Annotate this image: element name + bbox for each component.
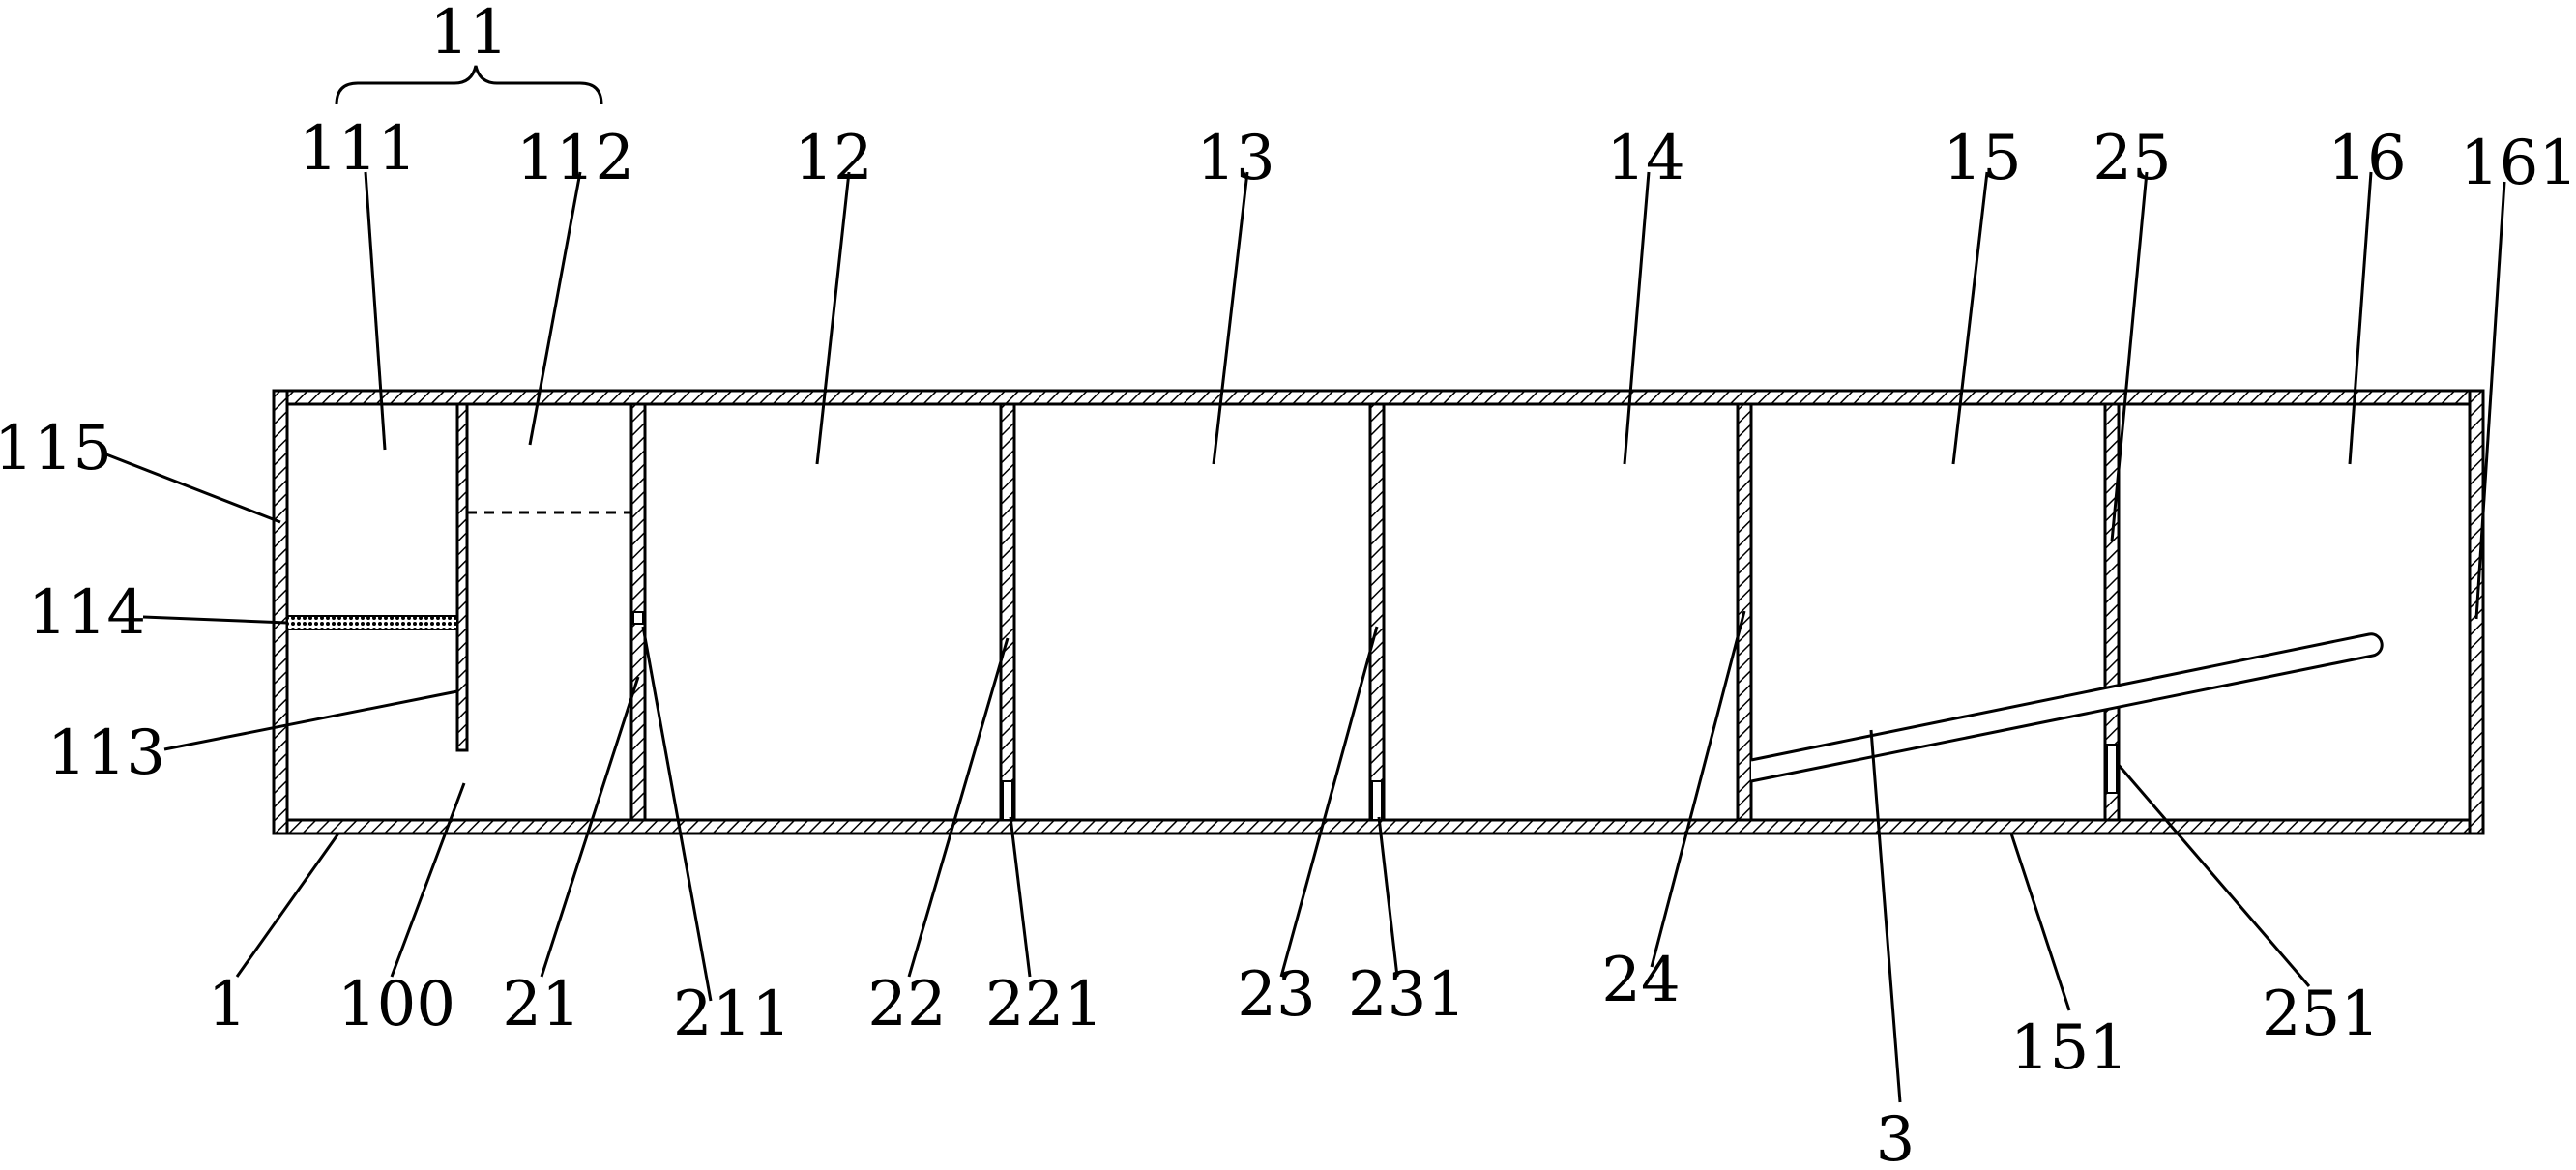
- leader-3: [1869, 729, 1902, 1103]
- opening-231: [1371, 780, 1383, 821]
- leader-100: [390, 782, 466, 978]
- leader-23: [1279, 626, 1379, 978]
- partition-openings: [632, 611, 2118, 821]
- leader-111: [364, 171, 387, 451]
- label-111: 111: [299, 113, 417, 185]
- leader-211: [641, 626, 713, 1002]
- partition-23: [1368, 402, 1386, 822]
- label-25: 25: [2093, 123, 2171, 194]
- leader-14: [1623, 171, 1651, 465]
- label-23: 23: [1237, 959, 1315, 1031]
- label-15: 15: [1943, 123, 2021, 194]
- leader-151: [2009, 833, 2071, 1011]
- leader-25: [2110, 171, 2149, 542]
- leader-161: [2474, 181, 2506, 620]
- brace-11: [335, 65, 603, 105]
- leader-112: [528, 171, 582, 446]
- label-112: 112: [516, 123, 634, 194]
- label-113: 113: [47, 717, 165, 789]
- leader-15: [1951, 171, 1989, 465]
- label-22: 22: [867, 969, 946, 1040]
- label-161: 161: [2460, 128, 2576, 199]
- leader-24: [1650, 610, 1746, 968]
- leader-lines: [105, 171, 2506, 1103]
- leader-13: [1212, 171, 1249, 465]
- leader-22: [907, 637, 1010, 978]
- leader-12: [815, 171, 851, 465]
- label-221: 221: [985, 969, 1103, 1040]
- leader-114: [142, 615, 288, 625]
- leader-231: [1377, 816, 1399, 978]
- leader-221: [1009, 816, 1032, 978]
- label-251: 251: [2262, 979, 2380, 1050]
- label-1: 1: [208, 969, 248, 1040]
- label-114: 114: [28, 577, 146, 649]
- leader-1: [235, 833, 340, 978]
- label-100: 100: [337, 969, 455, 1040]
- leader-251: [2116, 763, 2311, 987]
- label-3: 3: [1876, 1104, 1916, 1170]
- partition-22: [999, 402, 1016, 822]
- partition-walls: [629, 402, 2121, 822]
- baffle-113: [455, 402, 469, 752]
- label-14: 14: [1606, 123, 1684, 194]
- label-231: 231: [1348, 959, 1466, 1031]
- label-21: 21: [502, 969, 580, 1040]
- label-16: 16: [2327, 123, 2406, 194]
- opening-211: [632, 611, 644, 625]
- label-24: 24: [1601, 945, 1680, 1016]
- label-211: 211: [673, 979, 791, 1050]
- leader-16: [2348, 171, 2373, 465]
- leader-115: [105, 453, 281, 524]
- label-151: 151: [2010, 1012, 2128, 1084]
- label-12: 12: [794, 123, 872, 194]
- leader-113: [163, 689, 458, 751]
- label-11: 11: [429, 0, 508, 69]
- leader-21: [540, 676, 640, 978]
- pipe-3: [1750, 632, 2384, 783]
- opening-251: [2106, 744, 2118, 794]
- opening-221: [1002, 780, 1013, 821]
- label-115: 115: [0, 413, 112, 484]
- label-13: 13: [1196, 123, 1274, 194]
- screen-114: [286, 615, 458, 630]
